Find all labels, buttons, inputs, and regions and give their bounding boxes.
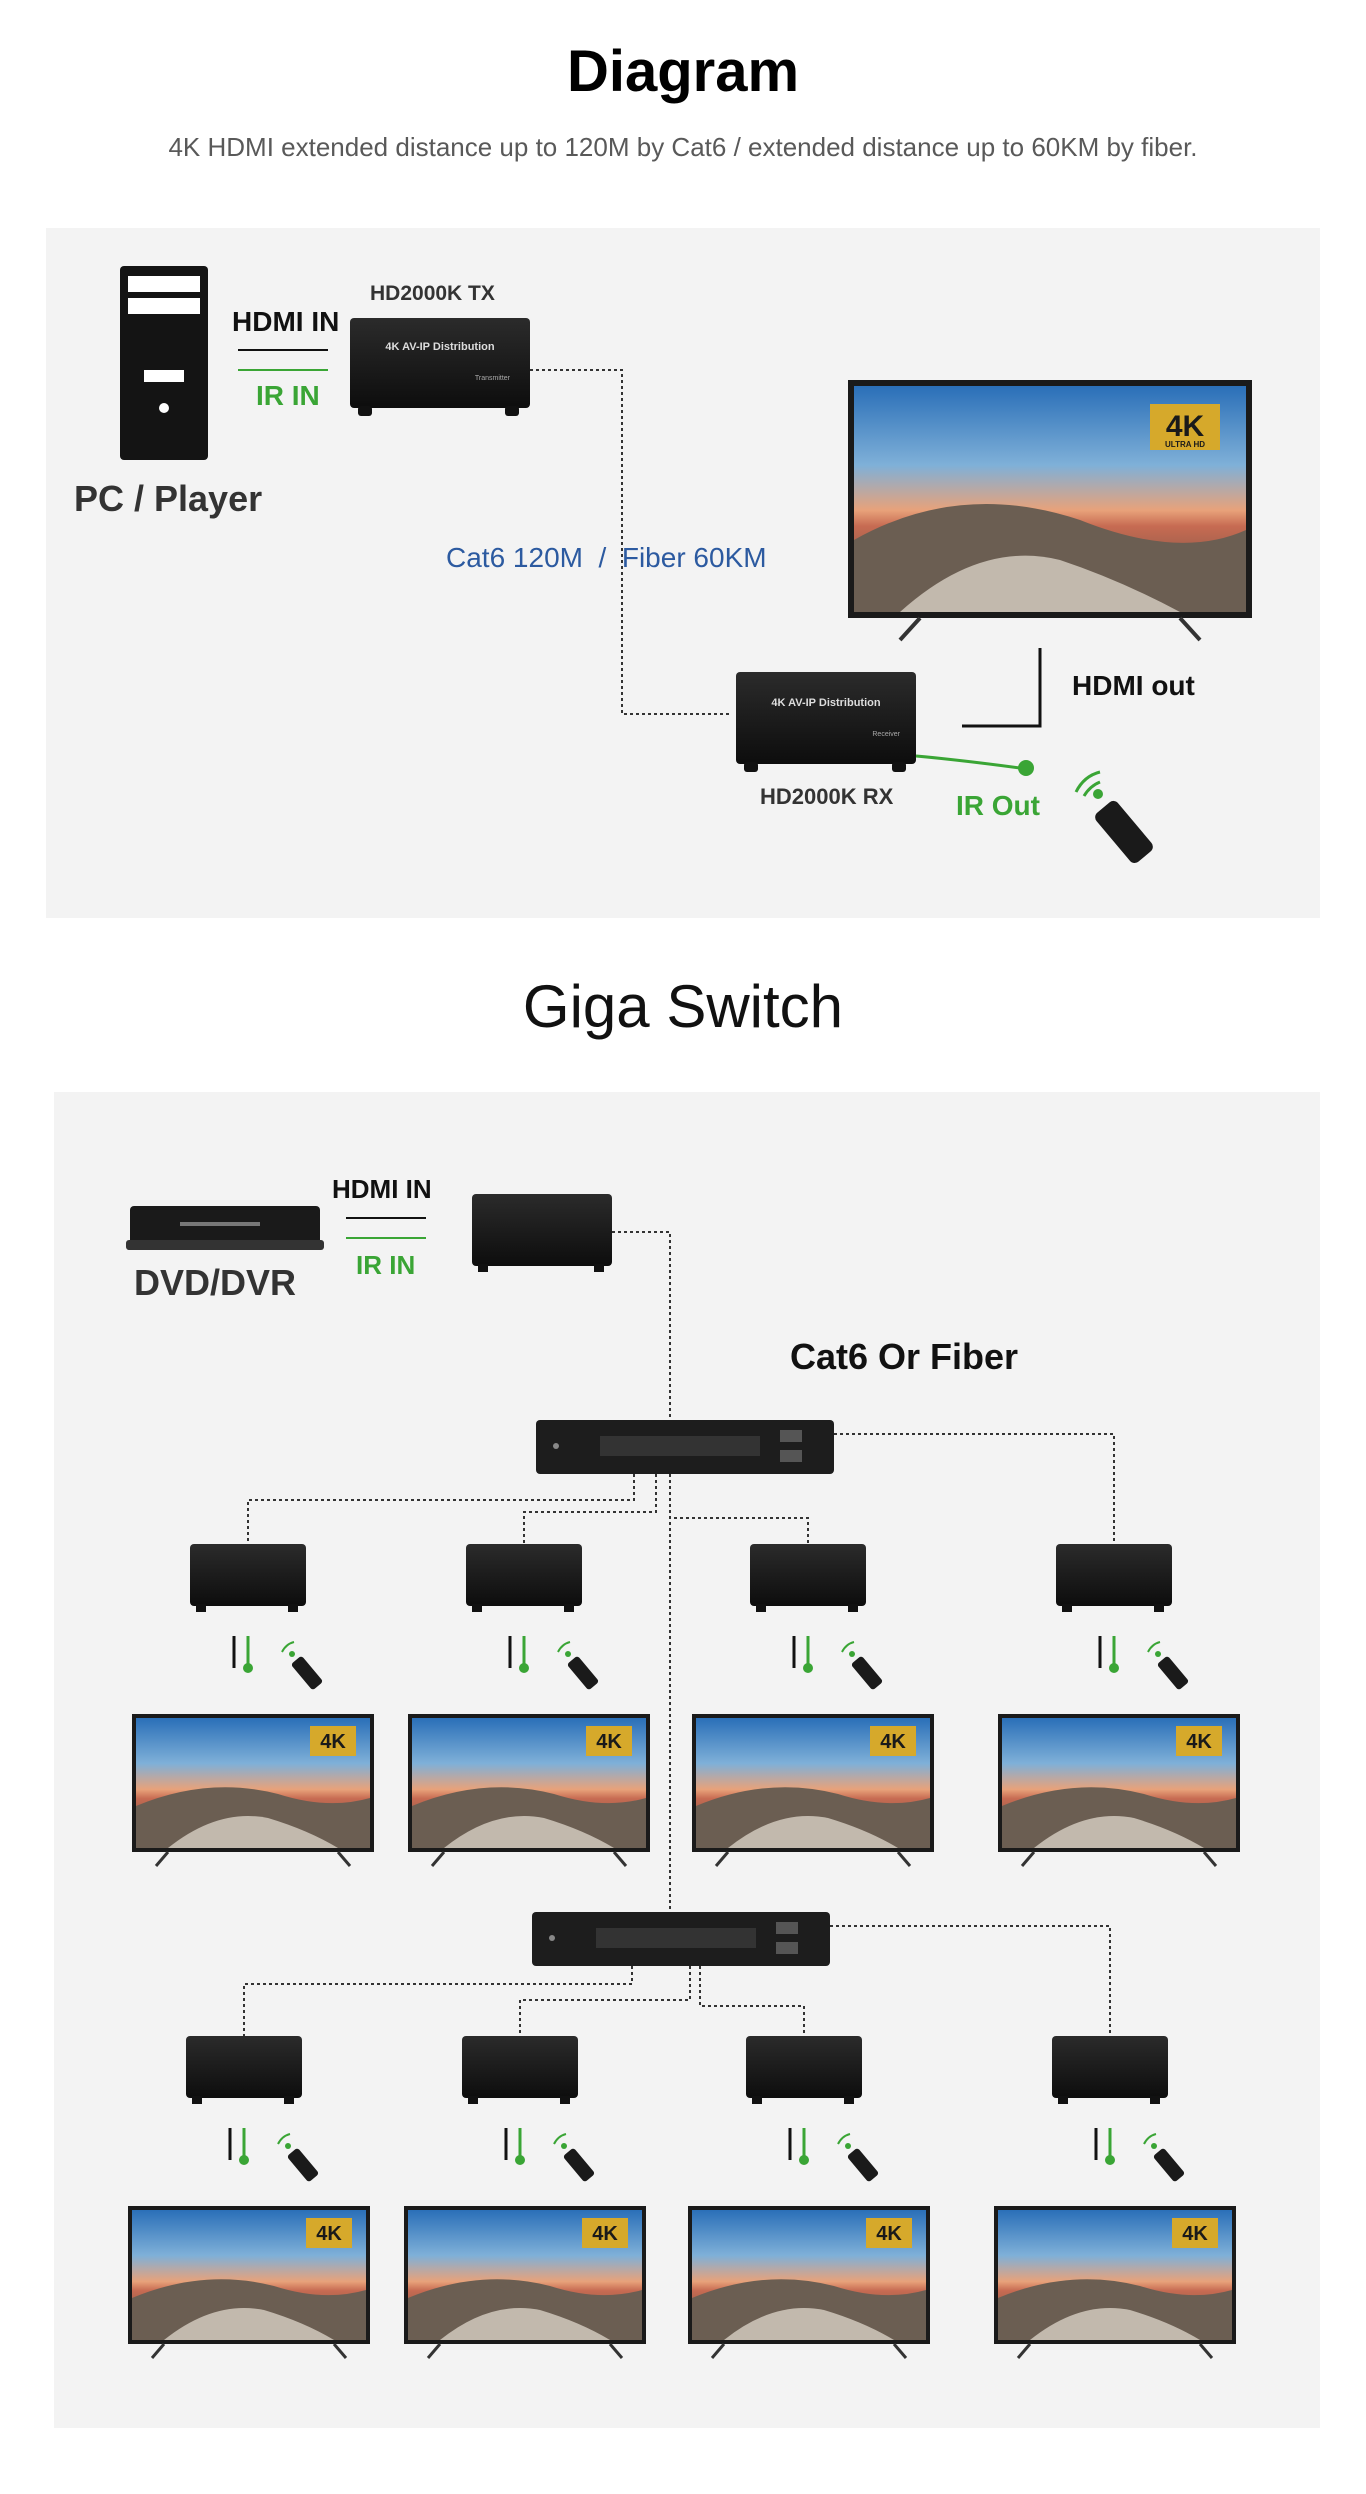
tv-display-icon [848, 380, 1252, 642]
dvd-player-icon [126, 1206, 324, 1250]
remote-control-icon [1074, 770, 1153, 864]
receiver-unit: 4K [994, 2036, 1236, 2359]
tv-badge-4k: 4K [596, 1731, 622, 1753]
tv-badge-4k: 4K [1182, 2223, 1208, 2245]
switch-ir-in-label: IR IN [356, 1250, 416, 1280]
remote-control-icon [291, 1656, 323, 1690]
tx-label: HD2000K TX [370, 282, 495, 305]
switch-hdmi-in-label: HDMI IN [332, 1174, 432, 1204]
receiver-unit: 4K [128, 2036, 370, 2359]
receiver-unit: 4K [692, 1544, 934, 1867]
network-switch-2-icon [532, 1912, 830, 1966]
receiver-device-icon [190, 1544, 306, 1606]
tv-badge-4k: 4K [320, 1731, 346, 1753]
ir-out-label: IR Out [956, 790, 1040, 821]
receiver-unit: 4K [404, 2036, 646, 2359]
hdmi-out-label: HDMI out [1072, 670, 1195, 701]
tv-badge-4k: 4K [876, 2223, 902, 2245]
tx-device-text: 4K AV-IP Distribution [385, 341, 494, 353]
receiver-unit: 4K [998, 1544, 1240, 1867]
tv-badge-4k: 4K [592, 2223, 618, 2245]
source-label: PC / Player [74, 478, 263, 519]
tx-device-subtext: Transmitter [475, 375, 511, 382]
pc-tower-icon [120, 266, 208, 460]
tv-badge-4k: 4K [880, 1731, 906, 1753]
remote-control-icon [1153, 2148, 1185, 2182]
receiver-device-icon [750, 1544, 866, 1606]
receiver-unit: 4K [688, 2036, 930, 2359]
tx-device-icon [350, 318, 530, 416]
receiver-device-icon [462, 2036, 578, 2098]
cat6-fiber-label: Cat6 Or Fiber [790, 1336, 1019, 1377]
network-switch-1-icon [536, 1420, 834, 1474]
remote-control-icon [567, 1656, 599, 1690]
receiver-device-icon [1056, 1544, 1172, 1606]
dvd-source-label: DVD/DVR [134, 1262, 297, 1303]
tv-badge-4k: 4K [1186, 1731, 1212, 1753]
hdmi-in-label: HDMI IN [232, 306, 340, 337]
page-subtitle: 4K HDMI extended distance up to 120M by … [168, 132, 1198, 162]
remote-control-icon [563, 2148, 595, 2182]
tv-badge-4k: 4K [316, 2223, 342, 2245]
rx-device-text: 4K AV-IP Distribution [771, 697, 880, 709]
remote-control-icon [847, 2148, 879, 2182]
ir-in-label: IR IN [256, 380, 320, 411]
receiver-device-icon [746, 2036, 862, 2098]
receiver-unit: 4K [132, 1544, 374, 1867]
rx-device-icon [736, 672, 916, 772]
receiver-device-icon [466, 1544, 582, 1606]
receiver-device-icon [1052, 2036, 1168, 2098]
link-distance-label: Cat6 120M / Fiber 60KM [446, 542, 767, 573]
rx-label: HD2000K RX [760, 784, 894, 809]
tv-badge-ultrahd: ULTRA HD [1165, 440, 1205, 449]
source-tx-device-icon [472, 1194, 612, 1272]
remote-control-icon [1157, 1656, 1189, 1690]
receiver-unit: 4K [408, 1544, 650, 1867]
page-title: Diagram [566, 39, 800, 104]
switch-section-title: Giga Switch [522, 973, 844, 1040]
remote-control-icon [851, 1656, 883, 1690]
remote-control-icon [287, 2148, 319, 2182]
rx-device-subtext: Receiver [872, 731, 900, 738]
receiver-device-icon [186, 2036, 302, 2098]
tv-badge-4k: 4K [1166, 410, 1205, 443]
